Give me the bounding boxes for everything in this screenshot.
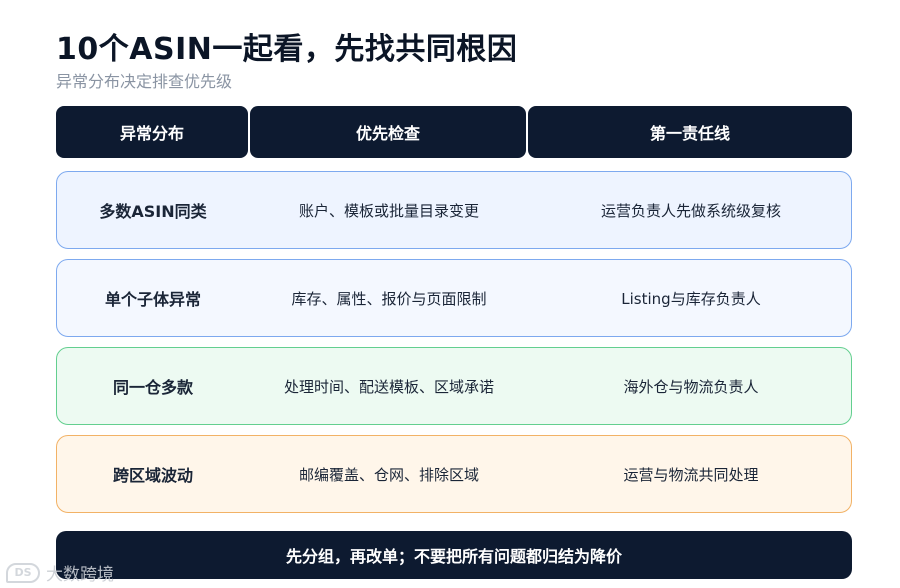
- row-owner: Listing与库存负责人: [621, 289, 761, 308]
- row-distribution: 同一仓多款: [112, 378, 193, 397]
- table-row: 多数ASIN同类 账户、模板或批量目录变更 运营负责人先做系统级复核: [56, 171, 852, 249]
- row-check: 处理时间、配送模板、区域承诺: [283, 377, 494, 396]
- footer-banner: 先分组，再改单；不要把所有问题都归结为降价: [56, 531, 852, 579]
- watermark: DS 大数跨境: [6, 560, 114, 585]
- row-owner: 运营与物流共同处理: [623, 465, 759, 484]
- row-check: 账户、模板或批量目录变更: [298, 201, 479, 220]
- row-distribution: 跨区域波动: [112, 466, 193, 485]
- row-owner: 运营负责人先做系统级复核: [600, 201, 781, 220]
- header-priority-check: 优先检查: [250, 106, 526, 158]
- table-row: 同一仓多款 处理时间、配送模板、区域承诺 海外仓与物流负责人: [56, 347, 852, 425]
- table-header: 异常分布 优先检查 第一责任线: [56, 106, 852, 158]
- row-check: 邮编覆盖、仓网、排除区域: [298, 465, 479, 484]
- row-check: 库存、属性、报价与页面限制: [291, 289, 487, 308]
- header-responsible-line: 第一责任线: [528, 106, 852, 158]
- watermark-text: 大数跨境: [46, 565, 114, 585]
- row-owner: 海外仓与物流负责人: [623, 377, 759, 396]
- row-distribution: 多数ASIN同类: [99, 202, 207, 221]
- watermark-logo-icon: DS: [6, 562, 40, 583]
- header-distribution: 异常分布: [56, 106, 248, 158]
- table-row: 单个子体异常 库存、属性、报价与页面限制 Listing与库存负责人: [56, 259, 852, 337]
- row-distribution: 单个子体异常: [104, 290, 201, 309]
- page-subtitle: 异常分布决定排查优先级: [56, 72, 233, 91]
- page-title: 10个ASIN一起看，先找共同根因: [56, 32, 518, 67]
- table-row: 跨区域波动 邮编覆盖、仓网、排除区域 运营与物流共同处理: [56, 435, 852, 513]
